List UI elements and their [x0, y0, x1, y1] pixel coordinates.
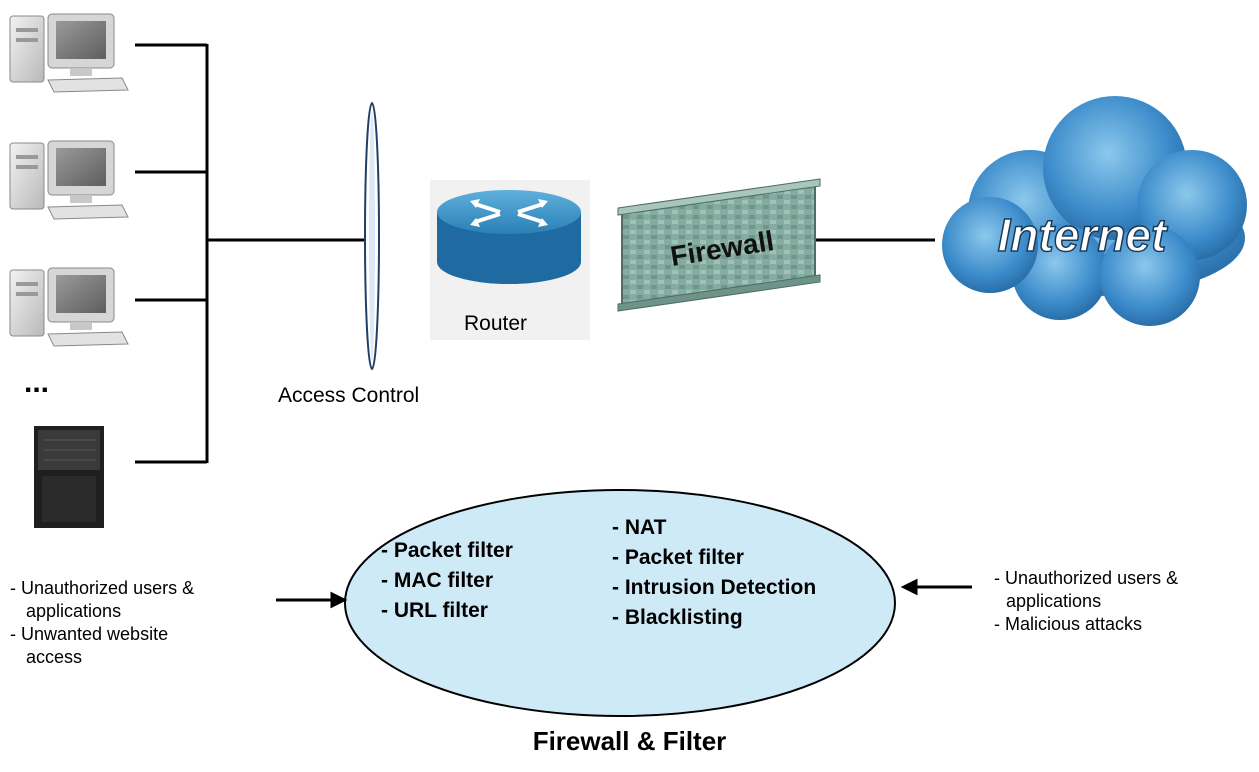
diagram-caption: Firewall & Filter [532, 726, 727, 756]
left-arrow [276, 591, 348, 609]
left-threat-line: - Unwanted website [10, 624, 169, 644]
left-threat-line: access [26, 647, 83, 667]
ellipsis-label: ... [24, 366, 49, 399]
left-threat-line: - Unauthorized users & [10, 578, 195, 598]
ellipse-left-item: - Packet filter [381, 539, 513, 562]
right-threats: - Unauthorized users & applications - Ma… [994, 567, 1178, 636]
ellipse-right-item: - Packet filter [612, 546, 744, 569]
access-control-label: Access Control [278, 384, 420, 407]
firewall-wall-icon [617, 178, 821, 312]
ellipse-right-item: - Blacklisting [612, 606, 743, 629]
right-threat-line: - Malicious attacks [994, 614, 1143, 634]
left-threat-line: applications [26, 601, 122, 621]
router-icon [430, 180, 590, 340]
ellipse-right-item: - NAT [612, 516, 667, 539]
internet-cloud-icon [942, 96, 1247, 326]
ellipse-left-list: - Packet filter - MAC filter - URL filte… [381, 536, 513, 626]
filter-ellipse [344, 489, 896, 717]
network-lines [135, 43, 935, 464]
right-arrow [900, 578, 972, 596]
ellipse-left-item: - MAC filter [381, 569, 493, 592]
desktop-computer-icon [9, 140, 129, 220]
right-threat-line: applications [1006, 591, 1102, 611]
ellipse-left-item: - URL filter [381, 599, 488, 622]
desktop-computer-icon [9, 13, 129, 93]
desktop-computer-icon [9, 267, 129, 347]
ellipse-right-item: - Intrusion Detection [612, 576, 817, 599]
left-threats: - Unauthorized users & applications - Un… [10, 577, 194, 669]
right-threat-line: - Unauthorized users & [994, 568, 1179, 588]
access-control-lens-icon [364, 102, 380, 370]
server-tower-icon [34, 426, 104, 528]
ellipse-right-list: - NAT - Packet filter - Intrusion Detect… [612, 513, 816, 633]
internet-label: Internet [998, 209, 1168, 261]
router-label: Router [464, 312, 528, 335]
